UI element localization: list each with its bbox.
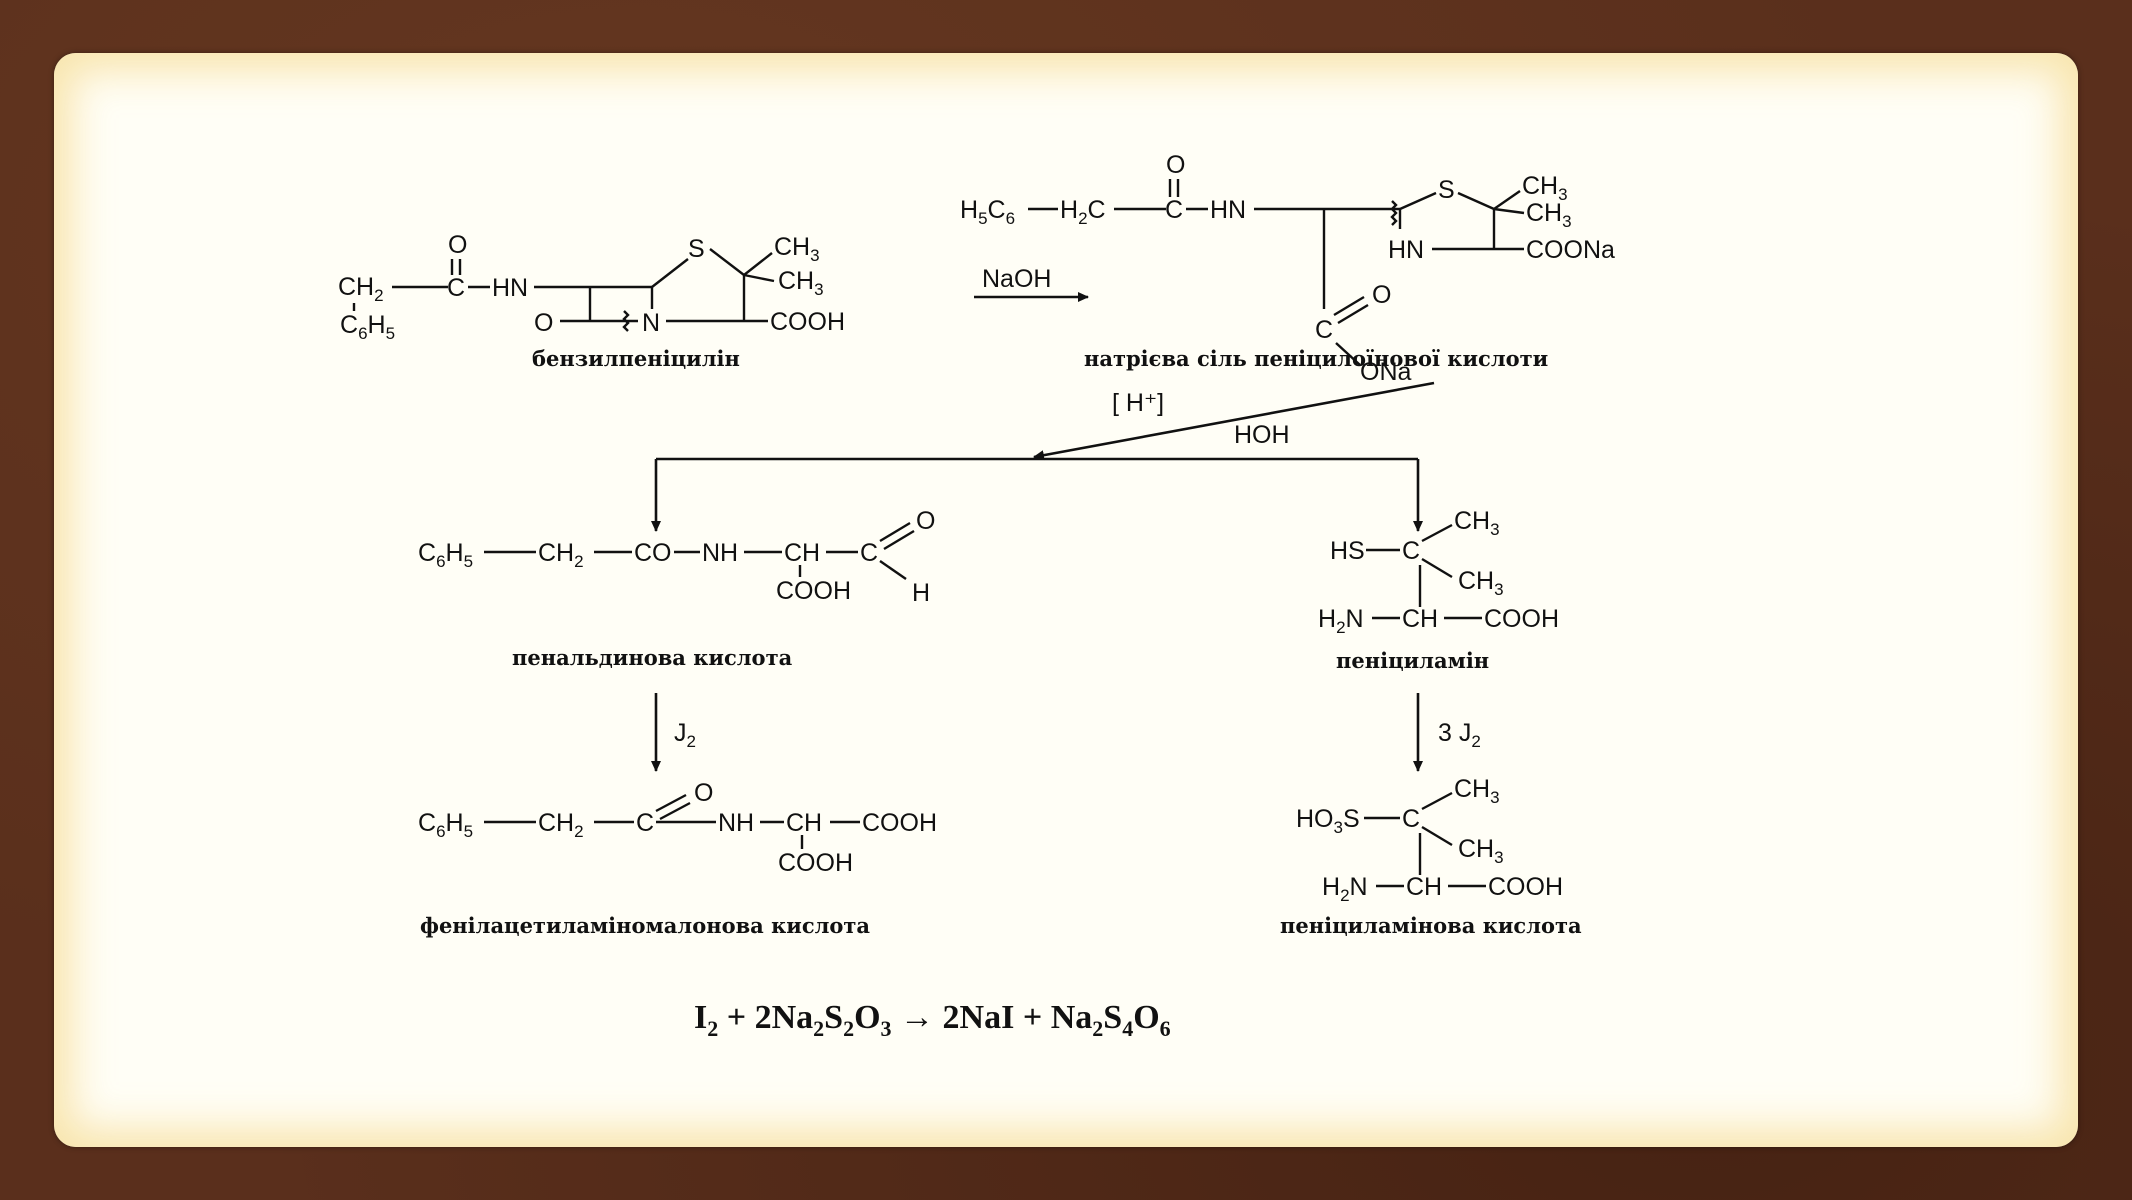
svg-text:COOH: COOH xyxy=(1484,605,1559,633)
caption-penaldic-acid: пенальдинова кислота xyxy=(512,645,793,670)
ring-s: S xyxy=(688,235,705,263)
svg-text:NH: NH xyxy=(702,539,738,567)
svg-text:CH3: CH3 xyxy=(1454,775,1500,807)
svg-text:NH: NH xyxy=(718,809,754,837)
phenylacetylaminomalonic-acid-structure: C6H5 CH2 C O NH CH COOH COOH xyxy=(418,779,937,877)
caption-phenylacetylaminomalonic-acid: фенілацетиламіномалонова кислота xyxy=(420,913,870,938)
svg-text:CH3: CH3 xyxy=(1458,835,1504,867)
svg-text:H2C: H2C xyxy=(1060,196,1106,228)
svg-text:C: C xyxy=(1402,537,1420,565)
reagent-3j2: 3 J xyxy=(1438,719,1471,747)
svg-text:CH3: CH3 xyxy=(774,233,820,265)
reagent-naoh: NaOH xyxy=(982,265,1051,293)
penicillamine-structure: HS C CH3 CH3 H2N CH COOH xyxy=(1318,507,1559,637)
reagent-hoh: HOH xyxy=(1234,421,1290,449)
ring-n: N xyxy=(642,309,660,337)
svg-text:3 J2: 3 J2 xyxy=(1438,719,1481,751)
amide-hn: HN xyxy=(492,274,528,302)
svg-text:COOH: COOH xyxy=(1488,873,1563,901)
svg-text:HN: HN xyxy=(1210,196,1246,224)
svg-text:H2N: H2N xyxy=(1322,873,1368,905)
iodometry-equation: I2 + 2Na2S2O3 → 2NaI + Na2S4O6 xyxy=(694,999,1171,1041)
svg-text:CH: CH xyxy=(786,809,822,837)
carbonyl-c: C xyxy=(447,274,465,302)
svg-text:C6H5: C6H5 xyxy=(418,539,473,571)
svg-text:CO: CO xyxy=(634,539,672,567)
svg-text:CH3: CH3 xyxy=(1454,507,1500,539)
svg-text:HO3S: HO3S xyxy=(1296,805,1360,837)
svg-text:C6H5: C6H5 xyxy=(340,311,395,343)
svg-text:CH2: CH2 xyxy=(338,273,384,305)
svg-text:CH3: CH3 xyxy=(1458,567,1504,599)
slide-frame: CH2 C6H5 O C HN O N S CH3 CH3 COOH бензи… xyxy=(54,53,2078,1147)
svg-text:CH: CH xyxy=(784,539,820,567)
svg-text:S: S xyxy=(1438,176,1455,204)
caption-penicillaminic-acid: пеніциламінова кислота xyxy=(1280,913,1582,938)
caption-penicillamine: пеніциламін xyxy=(1336,648,1489,673)
svg-text:COOH: COOH xyxy=(862,809,937,837)
benzylpenicillin-structure: CH2 C6H5 O C HN O N S CH3 CH3 COOH xyxy=(338,231,845,343)
svg-text:HN: HN xyxy=(1388,236,1424,264)
svg-text:ONa: ONa xyxy=(1360,358,1412,386)
svg-text:CH2: CH2 xyxy=(538,809,584,841)
svg-text:C: C xyxy=(1315,316,1333,344)
reaction-scheme: CH2 C6H5 O C HN O N S CH3 CH3 COOH бензи… xyxy=(338,151,1615,1041)
svg-text:O: O xyxy=(1166,151,1185,179)
reagent-h-plus: [ H⁺] xyxy=(1112,389,1164,417)
svg-text:O: O xyxy=(694,779,713,807)
penaldic-acid-structure: C6H5 CH2 CO NH CH COOH C O H xyxy=(418,507,935,607)
svg-text:H5C6: H5C6 xyxy=(960,196,1015,228)
cooh-group: COOH xyxy=(770,308,845,336)
svg-text:COONa: COONa xyxy=(1526,236,1615,264)
svg-text:C: C xyxy=(1402,805,1420,833)
svg-text:CH3: CH3 xyxy=(1526,199,1572,231)
svg-text:CH3: CH3 xyxy=(1522,172,1568,204)
svg-text:C6H5: C6H5 xyxy=(418,809,473,841)
svg-text:CH2: CH2 xyxy=(538,539,584,571)
lactam-o: O xyxy=(534,309,553,337)
carbonyl-o: O xyxy=(448,231,467,259)
svg-text:C: C xyxy=(636,809,654,837)
svg-text:J2: J2 xyxy=(674,719,696,751)
svg-text:CH: CH xyxy=(1406,873,1442,901)
sodium-salt-structure: H5C6 H2C O C HN S CH3 CH3 HN COONa C O O… xyxy=(960,151,1615,386)
svg-text:H2N: H2N xyxy=(1318,605,1364,637)
svg-text:H: H xyxy=(912,579,930,607)
svg-text:HS: HS xyxy=(1330,537,1365,565)
caption-sodium-salt: натрієва сіль пеніцилоїнової кислоти xyxy=(1084,346,1548,371)
svg-text:C: C xyxy=(1165,196,1183,224)
svg-text:COOH: COOH xyxy=(778,849,853,877)
ch2-label: CH xyxy=(338,273,374,301)
reagent-j2: J xyxy=(674,719,687,747)
svg-text:CH: CH xyxy=(1402,605,1438,633)
arrow-hydrolysis xyxy=(1033,381,1435,461)
svg-text:COOH: COOH xyxy=(776,577,851,605)
svg-text:O: O xyxy=(1372,281,1391,309)
svg-text:O: O xyxy=(916,507,935,535)
caption-benzylpenicillin: бензилпеніцилін xyxy=(532,346,740,371)
penicillaminic-acid-structure: HO3S C CH3 CH3 H2N CH COOH xyxy=(1296,775,1563,905)
c6h5-label: C xyxy=(340,311,358,339)
svg-text:C: C xyxy=(860,539,878,567)
svg-text:CH3: CH3 xyxy=(778,267,824,299)
